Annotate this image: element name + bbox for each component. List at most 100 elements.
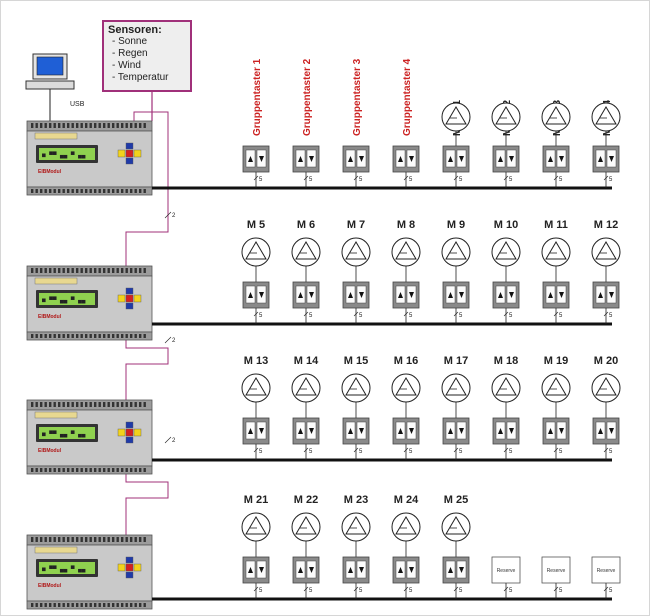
terminal bbox=[107, 123, 110, 128]
drop-cable-label: 5 bbox=[409, 588, 413, 594]
terminal bbox=[40, 334, 43, 338]
cable-tick bbox=[353, 586, 359, 592]
terminal bbox=[71, 537, 74, 542]
down-arrow-icon bbox=[609, 428, 614, 434]
terminal bbox=[112, 189, 115, 193]
terminal bbox=[134, 603, 137, 607]
cable-tick bbox=[253, 586, 259, 592]
terminal bbox=[103, 537, 106, 542]
bus-cable-1 bbox=[125, 111, 169, 266]
terminal bbox=[98, 603, 101, 607]
down-arrow-icon bbox=[259, 567, 264, 573]
terminal bbox=[62, 468, 65, 472]
terminal bbox=[125, 268, 128, 273]
terminal bbox=[121, 189, 124, 193]
motor-winding bbox=[545, 241, 567, 260]
drop-cable-label: 5 bbox=[509, 177, 513, 183]
terminal bbox=[116, 402, 119, 407]
cable-tick bbox=[603, 175, 609, 181]
computer-base bbox=[25, 80, 75, 90]
cable-tick bbox=[403, 175, 409, 181]
up-arrow-icon bbox=[248, 428, 253, 434]
terminal bbox=[80, 468, 83, 472]
terminal bbox=[121, 268, 124, 273]
cable-tick bbox=[303, 586, 309, 592]
terminal bbox=[76, 334, 79, 338]
terminal bbox=[67, 402, 70, 407]
cable-tick bbox=[353, 311, 359, 317]
cable-tick bbox=[164, 436, 172, 444]
up-arrow-icon bbox=[398, 428, 403, 434]
device-column: M 17 5 bbox=[441, 355, 471, 460]
drop-cable-label: 5 bbox=[359, 449, 363, 455]
terminal bbox=[130, 603, 133, 607]
down-arrow-icon bbox=[259, 156, 264, 162]
terminal bbox=[44, 189, 47, 193]
down-arrow-icon bbox=[359, 292, 364, 298]
motor-label: M 20 bbox=[594, 355, 618, 367]
controller-2: ■ ▀▀ ▄▄ ▀ ▄▄EIBModul bbox=[26, 265, 153, 341]
terminal bbox=[71, 334, 74, 338]
terminal bbox=[71, 468, 74, 472]
terminal bbox=[107, 268, 110, 273]
sensor-info-box: Sensoren: - Sonne - Regen - Wind - Tempe… bbox=[102, 20, 192, 92]
terminal bbox=[58, 603, 61, 607]
up-arrow-icon bbox=[448, 156, 453, 162]
terminal bbox=[130, 402, 133, 407]
terminal bbox=[107, 189, 110, 193]
down-arrow-icon bbox=[459, 156, 464, 162]
cable-tick bbox=[303, 175, 309, 181]
motor-winding bbox=[345, 516, 367, 535]
down-arrow-icon bbox=[559, 428, 564, 434]
cable-tick bbox=[303, 311, 309, 317]
drop-cable-label: 5 bbox=[459, 449, 463, 455]
terminal bbox=[125, 468, 128, 472]
terminal bbox=[143, 268, 146, 273]
terminal bbox=[76, 537, 79, 542]
controller-brand: EIBModul bbox=[38, 169, 62, 175]
terminal bbox=[143, 123, 146, 128]
terminal bbox=[139, 537, 142, 542]
motor-label: M 25 bbox=[444, 494, 468, 506]
drop-cable-label: 5 bbox=[459, 313, 463, 319]
controller-4: ■ ▀▀ ▄▄ ▀ ▄▄EIBModul bbox=[26, 534, 153, 610]
button-red-center bbox=[125, 294, 134, 303]
motor-winding bbox=[345, 241, 367, 260]
terminal bbox=[143, 334, 146, 338]
lcd-screen bbox=[39, 427, 95, 439]
down-arrow-icon bbox=[259, 292, 264, 298]
button-yellow-right bbox=[133, 294, 142, 303]
motor-label: M 17 bbox=[444, 355, 468, 367]
terminal bbox=[121, 123, 124, 128]
terminal bbox=[85, 189, 88, 193]
motor-label: M 21 bbox=[244, 494, 268, 506]
terminal bbox=[125, 189, 128, 193]
terminal bbox=[89, 268, 92, 273]
terminal bbox=[80, 603, 83, 607]
terminal bbox=[116, 334, 119, 338]
terminal bbox=[94, 468, 97, 472]
down-arrow-icon bbox=[359, 428, 364, 434]
terminal bbox=[53, 123, 56, 128]
drop-cable-label: 5 bbox=[509, 588, 513, 594]
controller-brand: EIBModul bbox=[38, 583, 62, 589]
drop-cable-label: 5 bbox=[309, 177, 313, 183]
up-arrow-icon bbox=[598, 292, 603, 298]
drop-cable-label: 5 bbox=[509, 449, 513, 455]
terminal bbox=[67, 468, 70, 472]
cable-tick bbox=[403, 447, 409, 453]
terminal bbox=[143, 537, 146, 542]
terminal bbox=[139, 402, 142, 407]
terminal bbox=[62, 402, 65, 407]
terminal bbox=[125, 603, 128, 607]
terminal bbox=[98, 402, 101, 407]
button-red-center bbox=[125, 149, 134, 158]
up-arrow-icon bbox=[498, 428, 503, 434]
terminal bbox=[89, 603, 92, 607]
terminal bbox=[125, 537, 128, 542]
drop-cable-label: 5 bbox=[259, 177, 263, 183]
motor-label: M 24 bbox=[394, 494, 419, 506]
device-column: M 75 bbox=[341, 219, 371, 324]
